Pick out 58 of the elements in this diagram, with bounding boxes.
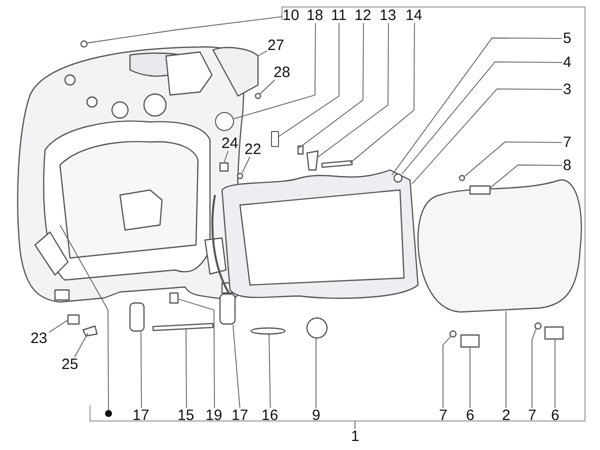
leader-line xyxy=(354,420,356,430)
callout-number: 5 xyxy=(562,30,572,46)
callout-number: 6 xyxy=(465,408,476,422)
leader-line xyxy=(392,38,562,176)
leader-line xyxy=(260,80,276,94)
callout-number: 24 xyxy=(220,136,240,150)
leader-line xyxy=(234,22,316,120)
leader-line xyxy=(48,320,68,333)
callout-number: 16 xyxy=(260,408,280,422)
callout-number: 18 xyxy=(306,8,324,22)
leader-line xyxy=(242,156,250,174)
callout-number: 23 xyxy=(30,330,48,346)
leader-line xyxy=(140,332,142,408)
leader-line xyxy=(232,324,240,408)
leader-line xyxy=(442,336,452,408)
bracket-clip xyxy=(271,131,279,147)
leader-line xyxy=(554,338,556,408)
leader-line xyxy=(74,332,88,358)
callout-number: 22 xyxy=(244,142,262,156)
callout-number: 8 xyxy=(562,158,572,172)
leader-line xyxy=(412,88,562,184)
callout-number: 14 xyxy=(404,8,424,22)
callout-number: 19 xyxy=(204,408,224,422)
callout-number: 12 xyxy=(354,8,372,22)
callout-number: 3 xyxy=(562,82,572,96)
callout-number: 6 xyxy=(550,408,560,422)
callout-number: 15 xyxy=(176,408,196,422)
marker-dot xyxy=(104,410,112,416)
callout-number: 27 xyxy=(266,38,286,52)
leader-line xyxy=(186,328,187,408)
leader-line xyxy=(464,142,562,176)
callout-number: 28 xyxy=(272,64,292,80)
callout-number: 2 xyxy=(501,408,512,422)
leader-line xyxy=(86,16,282,44)
leader-line xyxy=(224,150,228,164)
leader-line xyxy=(490,164,562,188)
callout-number: 9 xyxy=(311,408,322,422)
callout-number: 13 xyxy=(378,8,398,22)
leader-line xyxy=(298,22,364,148)
leader-line xyxy=(532,328,536,408)
leader-line xyxy=(60,224,109,410)
leader-line xyxy=(178,298,215,408)
leader-line xyxy=(278,22,340,137)
callout-number: 10 xyxy=(282,8,300,22)
callout-number: 17 xyxy=(132,408,150,422)
callout-number: 11 xyxy=(330,8,348,22)
callout-number: 7 xyxy=(562,134,572,150)
callout-number: 4 xyxy=(562,54,572,70)
callout-number: 7 xyxy=(438,408,448,422)
leader-line xyxy=(350,22,415,164)
leader-line xyxy=(258,50,268,56)
callout-number: 7 xyxy=(527,408,538,422)
callout-number: 25 xyxy=(60,356,80,372)
leader-line xyxy=(402,62,562,174)
leader-line xyxy=(318,22,389,158)
callout-number: 17 xyxy=(230,408,250,422)
leader-line xyxy=(268,332,271,408)
callout-number: 1 xyxy=(350,428,360,444)
